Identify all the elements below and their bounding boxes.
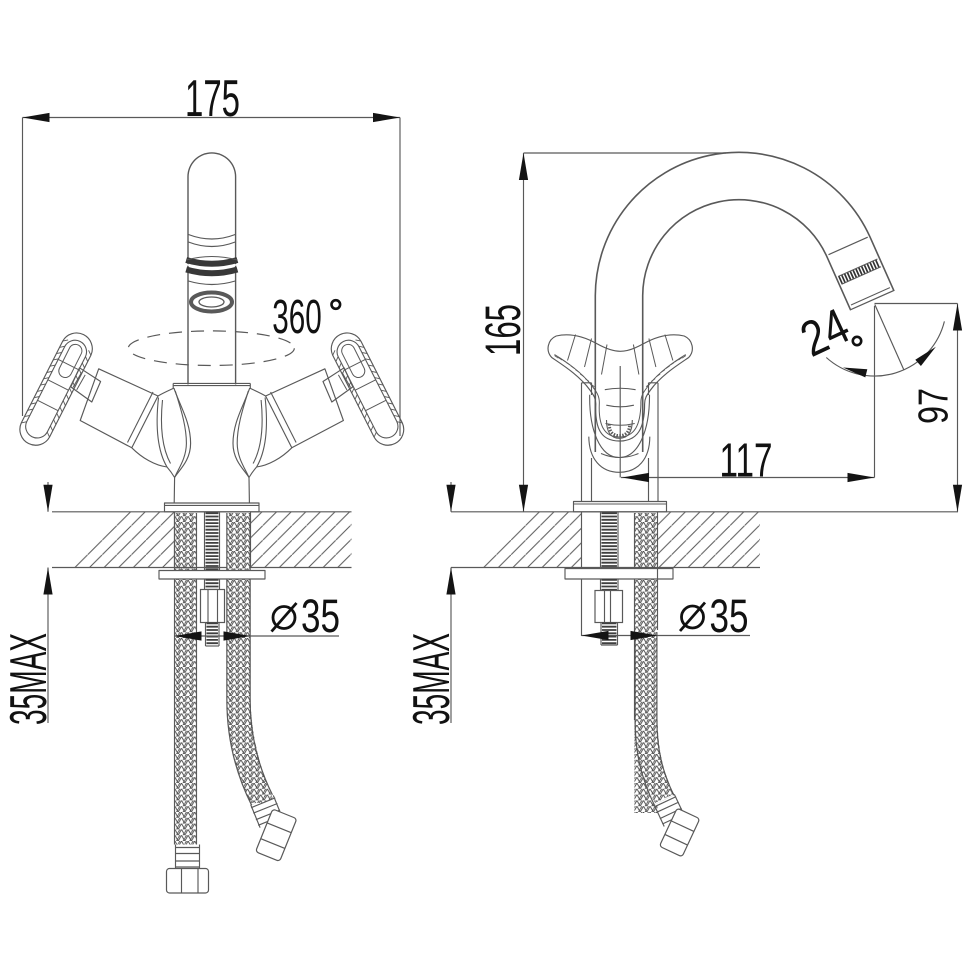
svg-text:117: 117: [720, 435, 773, 488]
svg-text:360: 360: [272, 291, 322, 344]
svg-text:165: 165: [475, 304, 531, 356]
svg-text:35: 35: [301, 589, 340, 642]
svg-text:97: 97: [910, 388, 957, 424]
svg-text:35MAX: 35MAX: [403, 633, 461, 725]
svg-text:175: 175: [185, 70, 240, 128]
svg-text:35: 35: [710, 589, 749, 642]
svg-text:35MAX: 35MAX: [0, 633, 58, 725]
